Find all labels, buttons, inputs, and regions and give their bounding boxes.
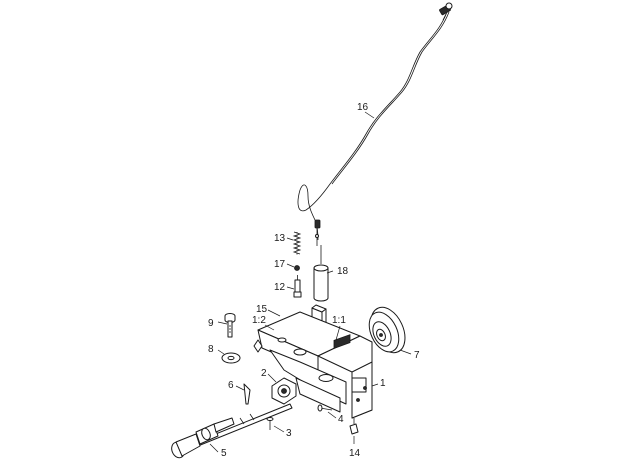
callout-3: 3 — [286, 428, 292, 439]
drive-shaft — [171, 403, 293, 459]
callout-6: 6 — [228, 380, 234, 391]
housing-bracket — [253, 304, 373, 419]
callout-16: 16 — [357, 102, 369, 113]
sleeve — [313, 245, 329, 302]
bearing-flange — [271, 377, 297, 405]
plunger — [293, 275, 302, 298]
leader-lines — [209, 111, 412, 453]
callout-9: 9 — [208, 318, 214, 329]
callout-12: 12 — [274, 282, 286, 293]
callout-18: 18 — [337, 266, 349, 277]
callout-2: 2 — [261, 368, 267, 379]
callout-15: 15 — [256, 304, 268, 315]
nut-clip — [349, 418, 359, 435]
callout-13: 13 — [274, 233, 286, 244]
callout-1-2: 1:2 — [252, 315, 266, 326]
screw — [266, 417, 274, 430]
ball — [294, 265, 300, 271]
washer — [221, 352, 241, 364]
callout-1: 1 — [380, 378, 386, 389]
callout-labels: 16 13 17 12 18 15 1:2 1:1 9 8 7 1 6 2 3 … — [208, 102, 420, 459]
cable-assembly — [297, 2, 453, 246]
callout-7: 7 — [414, 350, 420, 361]
callout-14: 14 — [349, 448, 361, 459]
callout-17: 17 — [274, 259, 286, 270]
callout-4: 4 — [338, 414, 344, 425]
pin — [243, 383, 251, 405]
spring — [292, 231, 302, 256]
pulley — [368, 306, 406, 354]
bolt — [224, 313, 236, 338]
callout-5: 5 — [221, 448, 227, 459]
screw-4 — [317, 404, 333, 412]
callout-1-1: 1:1 — [332, 315, 346, 326]
callout-8: 8 — [208, 344, 214, 355]
